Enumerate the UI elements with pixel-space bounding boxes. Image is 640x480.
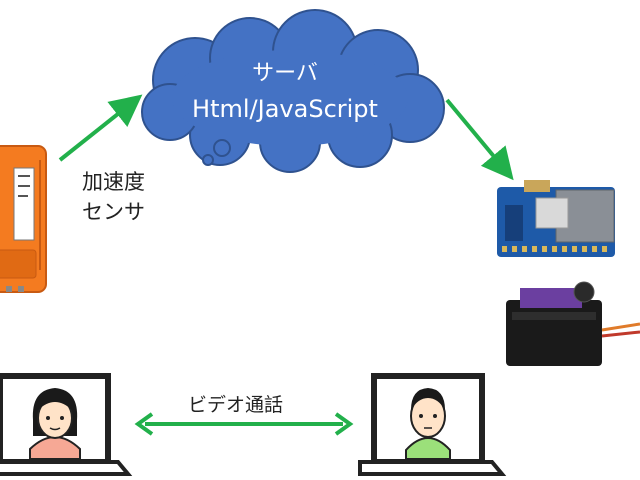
person-icon bbox=[29, 388, 81, 460]
sensor-label-line2: センサ bbox=[82, 200, 145, 224]
video-call-double-arrow bbox=[134, 412, 354, 436]
m5stick-device-icon bbox=[0, 145, 47, 293]
server-title: サーバ bbox=[252, 61, 318, 86]
esp32-board-icon bbox=[497, 180, 615, 257]
sensor-label-line1: 加速度 bbox=[82, 170, 145, 194]
arrow-server-to-board bbox=[445, 98, 514, 181]
server-cloud-icon bbox=[141, 9, 445, 173]
servo-motor-icon bbox=[506, 281, 640, 366]
video-call-label: ビデオ通話 bbox=[188, 394, 284, 416]
server-subtitle: Html/JavaScript bbox=[192, 95, 378, 123]
person-icon bbox=[405, 388, 451, 460]
arrow-sensor-to-server bbox=[58, 94, 143, 162]
